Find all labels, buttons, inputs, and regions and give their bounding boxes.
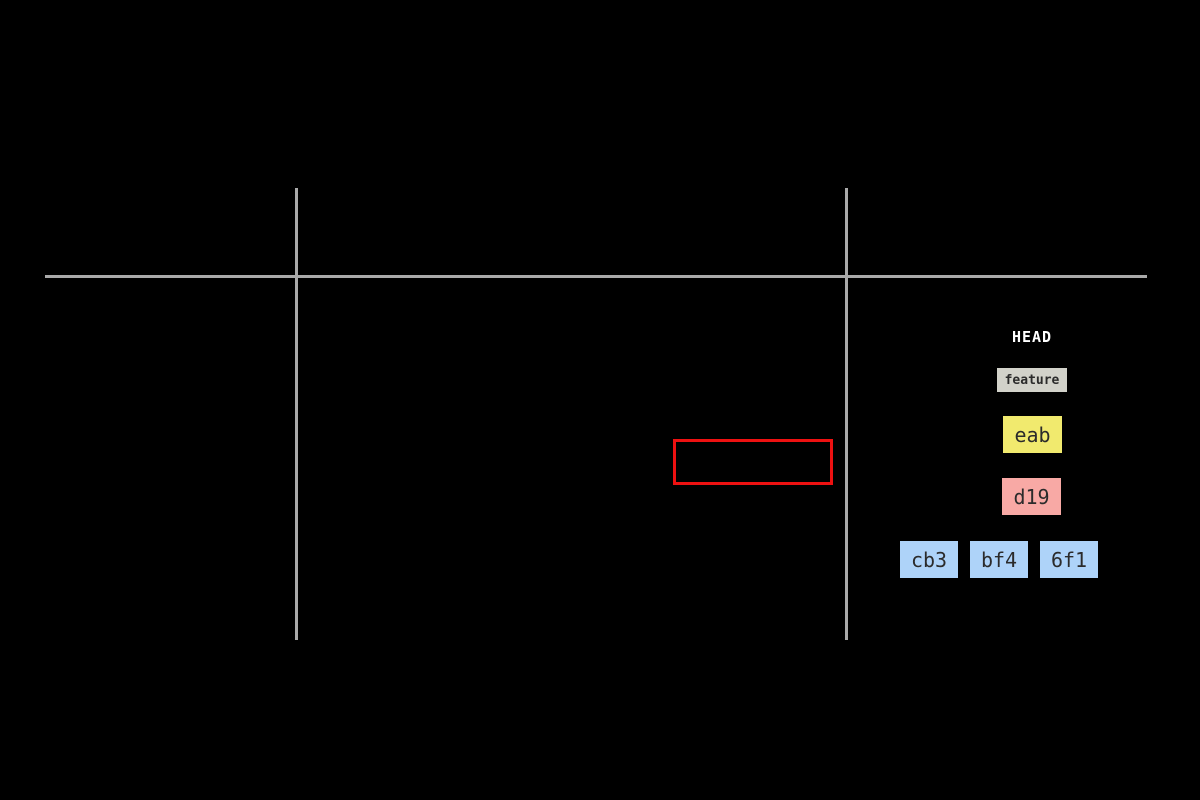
column-divider-left [295, 188, 298, 640]
table-top-rule [45, 275, 1147, 278]
commit-node-d19: d19 [1002, 478, 1061, 515]
head-label: HEAD [1011, 328, 1053, 346]
branch-tag-feature: feature [997, 368, 1067, 392]
commit-node-bf4: bf4 [970, 541, 1028, 578]
highlight-rectangle [673, 439, 833, 485]
commit-node-eab: eab [1003, 416, 1062, 453]
commit-node-cb3: cb3 [900, 541, 958, 578]
commit-node-6f1: 6f1 [1040, 541, 1098, 578]
column-divider-right [845, 188, 848, 640]
